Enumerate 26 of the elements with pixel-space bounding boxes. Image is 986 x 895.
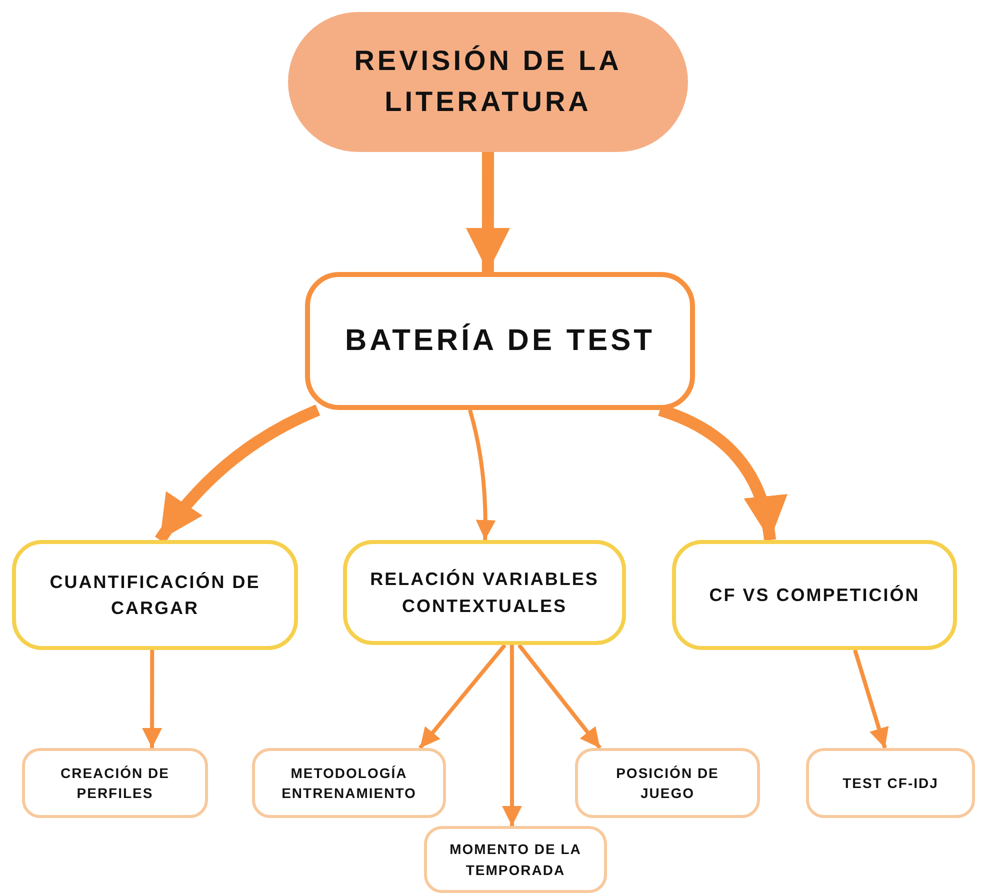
arrow [853, 649, 889, 749]
rounded-box [343, 540, 626, 645]
node-label: METODOLOGÍA ENTRENAMIENTO [280, 764, 418, 803]
arrow [142, 650, 162, 748]
node-label: CREACIÓN DE PERFILES [59, 764, 170, 803]
rounded-box [252, 748, 446, 818]
node-label: CF VS COMPETICIÓN [709, 584, 920, 607]
node-label: CUANTIFICACIÓN DE CARGAR [48, 570, 262, 620]
rounded-box [305, 272, 695, 410]
rounded-box [424, 826, 607, 893]
rounded-box [12, 540, 298, 650]
arrow [517, 644, 602, 750]
node-label: RELACIÓN VARIABLES CONTEXTUALES [369, 568, 600, 618]
arrow [466, 152, 510, 272]
arrow [468, 409, 496, 540]
node-label: BATERÍA DE TEST [344, 322, 655, 360]
arrow [502, 645, 522, 826]
node-label: TEST CF-IDJ [842, 774, 938, 793]
rounded-box [672, 540, 957, 650]
node-label: REVISIÓN DE LA LITERATURA [353, 44, 623, 119]
node-label: MOMENTO DE LA TEMPORADA [448, 840, 582, 880]
arrow [418, 644, 506, 750]
rounded-box [806, 748, 975, 818]
rounded-box [575, 748, 760, 818]
rounded-box [22, 748, 208, 818]
node-label: POSICIÓN DE JUEGO [615, 764, 720, 803]
